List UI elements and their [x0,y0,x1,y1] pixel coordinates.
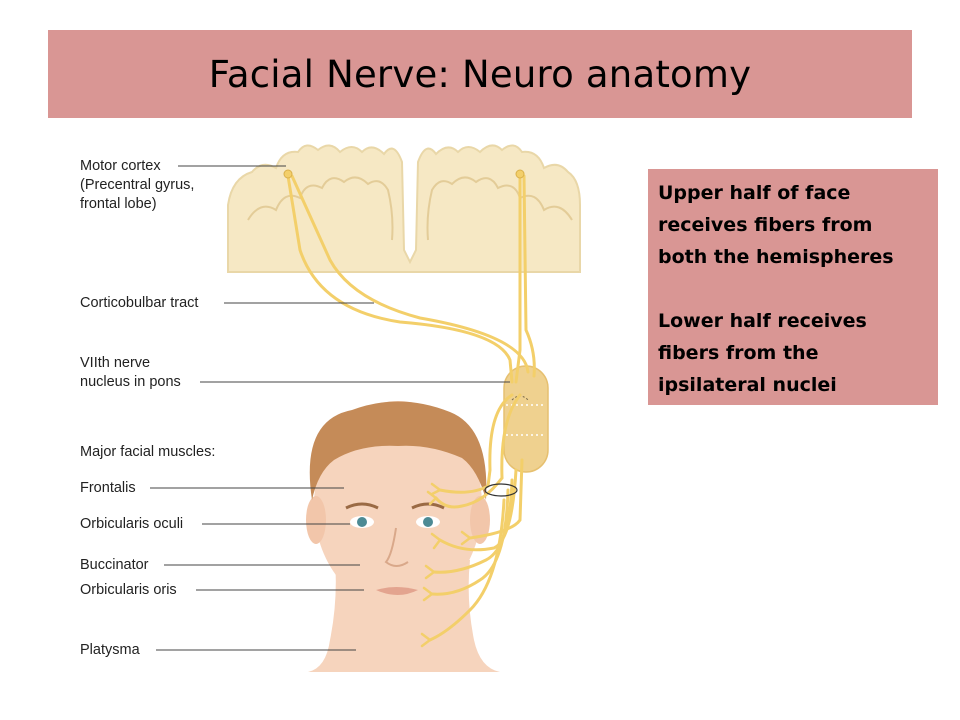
label-frontalis: Frontalis [80,480,136,496]
label-buccinator: Buccinator [80,557,149,573]
label-motor-cortex: Motor cortex (Precentral gyrus, frontal … [80,157,194,214]
label-nucleus-line1: VIIth nerve [80,355,151,371]
face-illustration [306,401,500,672]
label-motor-cortex-line2: (Precentral gyrus, [80,177,195,193]
label-corticobulbar-tract: Corticobulbar tract [80,295,199,311]
label-orbicularis-oculi: Orbicularis oculi [80,516,184,532]
label-nucleus-line2: nucleus in pons [80,374,181,390]
cortex-cell-right [515,169,525,179]
label-platysma: Platysma [80,642,140,658]
note-upper-line2: receives fibers from [658,214,873,236]
label-nucleus: VIIth nerve nucleus in pons [80,354,181,392]
label-motor-cortex-line3: frontal lobe) [80,196,157,212]
tract-endings [420,482,472,648]
cortex-cell-left [283,169,293,179]
nerve-ring [484,483,518,497]
slide-title: Facial Nerve: Neuro anatomy [208,52,752,96]
leader-lines [150,165,510,651]
corticobulbar-tracts [286,174,536,642]
note-lower-line1: Lower half receives [658,310,867,332]
note-upper-line3: both the hemispheres [658,246,894,268]
note-upper-line1: Upper half of face [658,182,851,204]
note-spacer [658,273,928,305]
label-muscles-heading: Major facial muscles: [80,444,216,460]
note-lower-line3: ipsilateral nuclei [658,374,837,396]
brain-section [227,144,581,273]
label-motor-cortex-line1: Motor cortex [80,158,161,174]
label-orbicularis-oris: Orbicularis oris [80,582,177,598]
note-lower-line2: fibers from the [658,342,819,364]
title-band: Facial Nerve: Neuro anatomy [48,30,912,118]
notes-box: Upper half of face receives fibers from … [648,169,938,405]
